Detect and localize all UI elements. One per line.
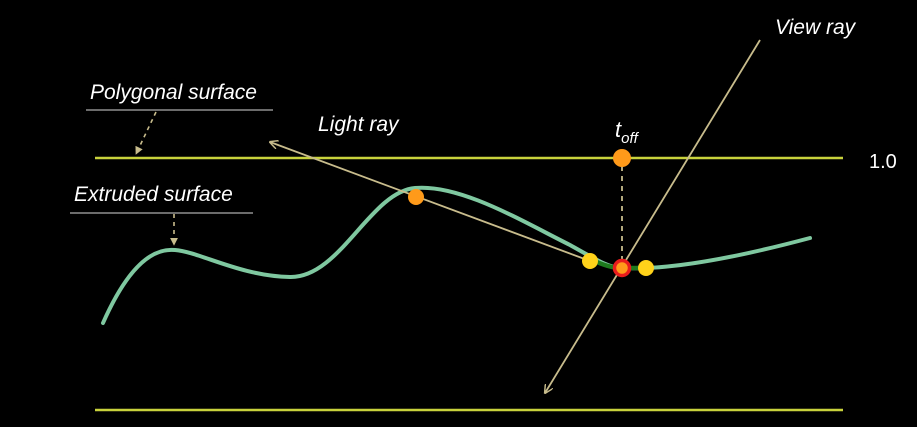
yellow-point-right — [638, 260, 654, 276]
view-ray — [545, 39, 761, 393]
light-ray-label: Light ray — [318, 113, 400, 136]
toff-point — [613, 149, 631, 167]
yellow-point-left — [582, 253, 598, 269]
extruded-surface-label: Extruded surface — [74, 183, 233, 206]
value-1-0-label: 1.0 — [869, 151, 897, 173]
toff-label-main: t — [615, 117, 622, 142]
light-ray — [270, 142, 591, 262]
polygonal-surface-label: Polygonal surface — [90, 81, 257, 104]
view-intersection-point — [612, 258, 632, 278]
light-intersection-point — [408, 189, 424, 205]
extruded-surface-curve — [101, 185, 812, 325]
polygonal-pointer-arrow — [135, 111, 157, 155]
toff-label: toff — [615, 117, 640, 147]
toff-label-sub: off — [621, 130, 640, 147]
view-ray-label: View ray — [775, 16, 857, 39]
